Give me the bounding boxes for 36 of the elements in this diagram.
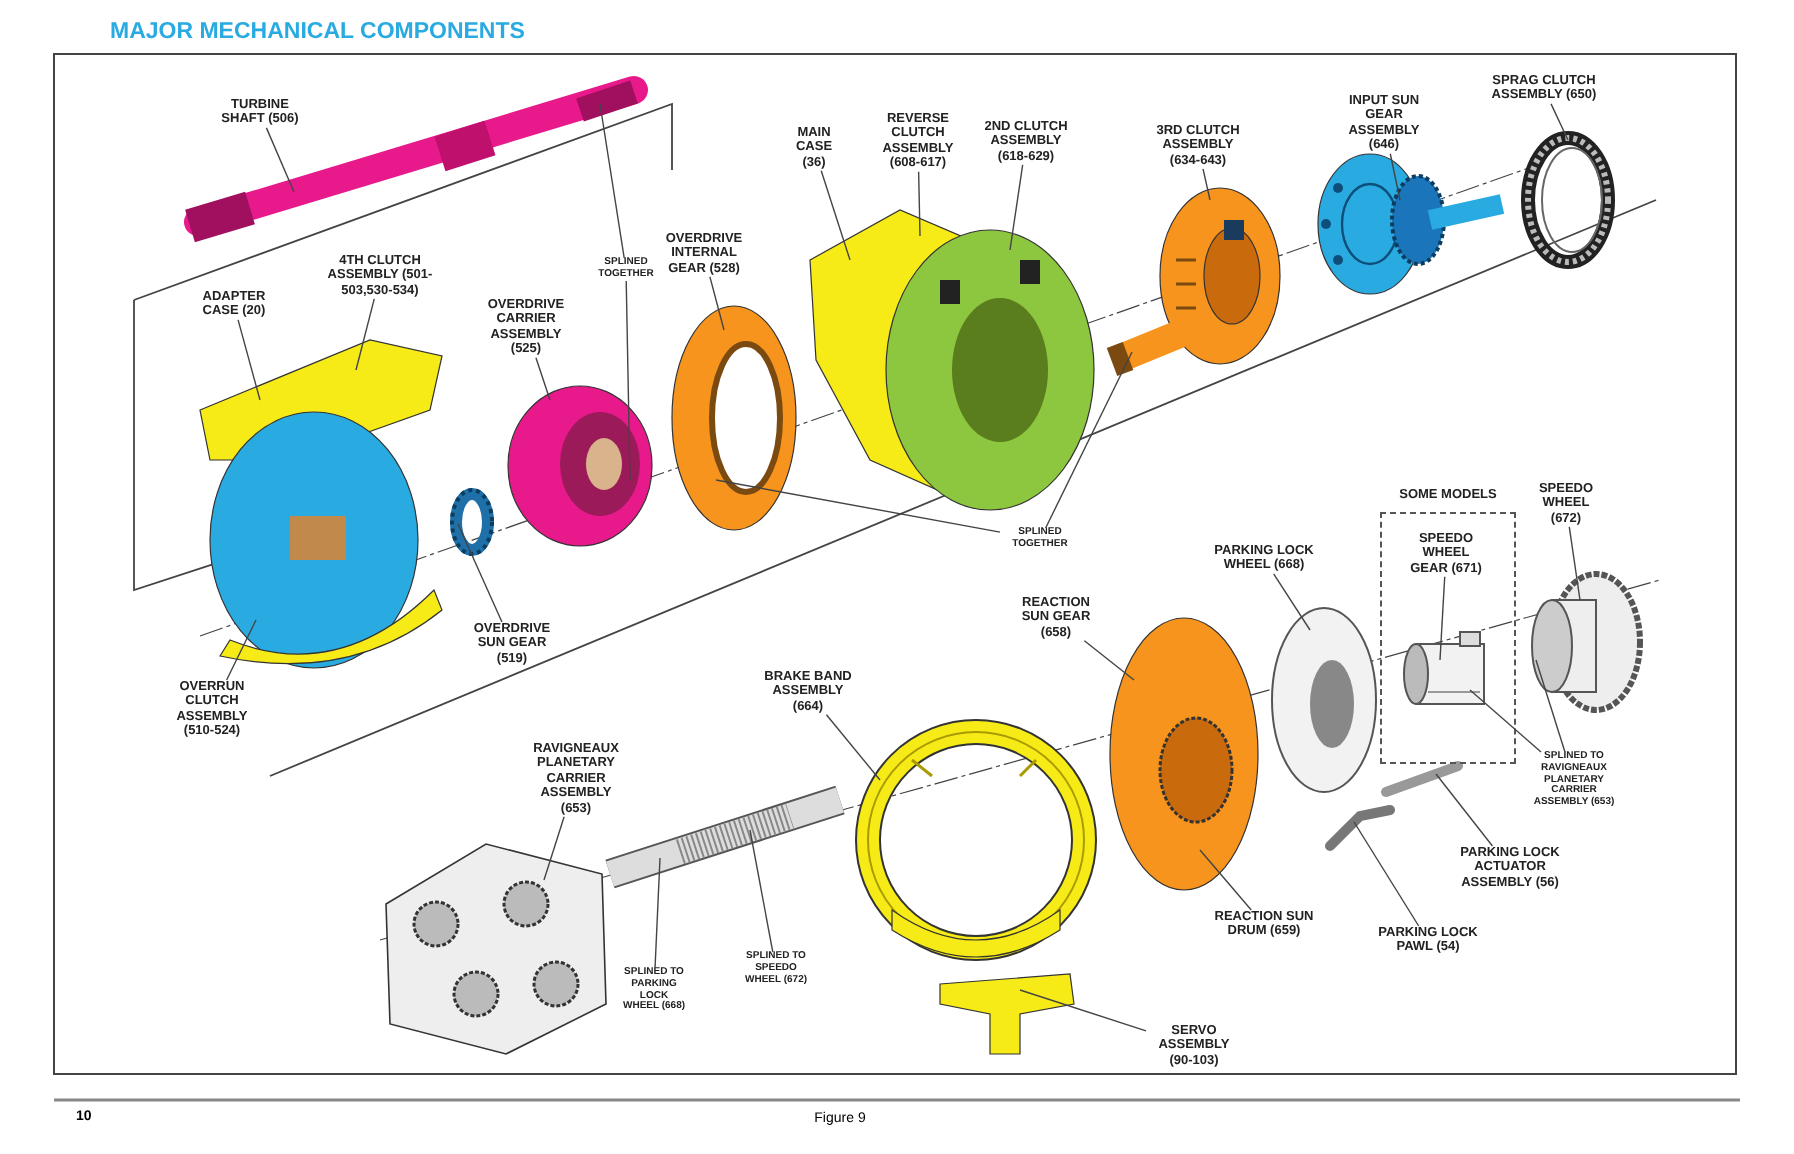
leader-line <box>825 714 881 781</box>
leader-line <box>1083 640 1135 681</box>
page-title: MAJOR MECHANICAL COMPONENTS <box>110 20 525 44</box>
leader-line <box>1009 164 1024 251</box>
brake-band-drawing <box>852 720 1102 960</box>
pawl-drawing <box>1320 800 1400 856</box>
leader-line <box>225 619 257 681</box>
leader-line <box>1199 849 1252 911</box>
leader-line <box>1435 773 1494 847</box>
leader-line <box>1568 526 1581 601</box>
leader-line <box>1353 821 1420 927</box>
leader-line <box>709 276 725 331</box>
leader-line <box>265 127 295 193</box>
leader-line <box>457 523 503 623</box>
ring-gear-drawing <box>666 300 802 536</box>
leader-line <box>1044 351 1133 529</box>
leader-line <box>237 319 261 401</box>
leader-line <box>1469 689 1542 753</box>
leader-line <box>1389 153 1401 201</box>
actuator-rod-drawing <box>1380 756 1464 800</box>
leader-line <box>1202 168 1211 201</box>
leader-line <box>599 103 625 259</box>
leader-line <box>1550 103 1569 141</box>
leader-line <box>1535 659 1566 753</box>
leader-line <box>1272 573 1311 631</box>
leader-line <box>543 816 565 881</box>
clutch-ring-drawing <box>1516 130 1620 270</box>
leader-line <box>654 857 661 969</box>
sun-gear-drawing <box>448 484 496 560</box>
leader-line <box>715 479 1001 533</box>
leader-line <box>1439 576 1446 661</box>
leader-line <box>355 298 375 371</box>
leader-line <box>1019 989 1147 1032</box>
leader-line <box>625 280 631 481</box>
leader-line <box>749 829 774 953</box>
leader-line <box>535 357 551 401</box>
